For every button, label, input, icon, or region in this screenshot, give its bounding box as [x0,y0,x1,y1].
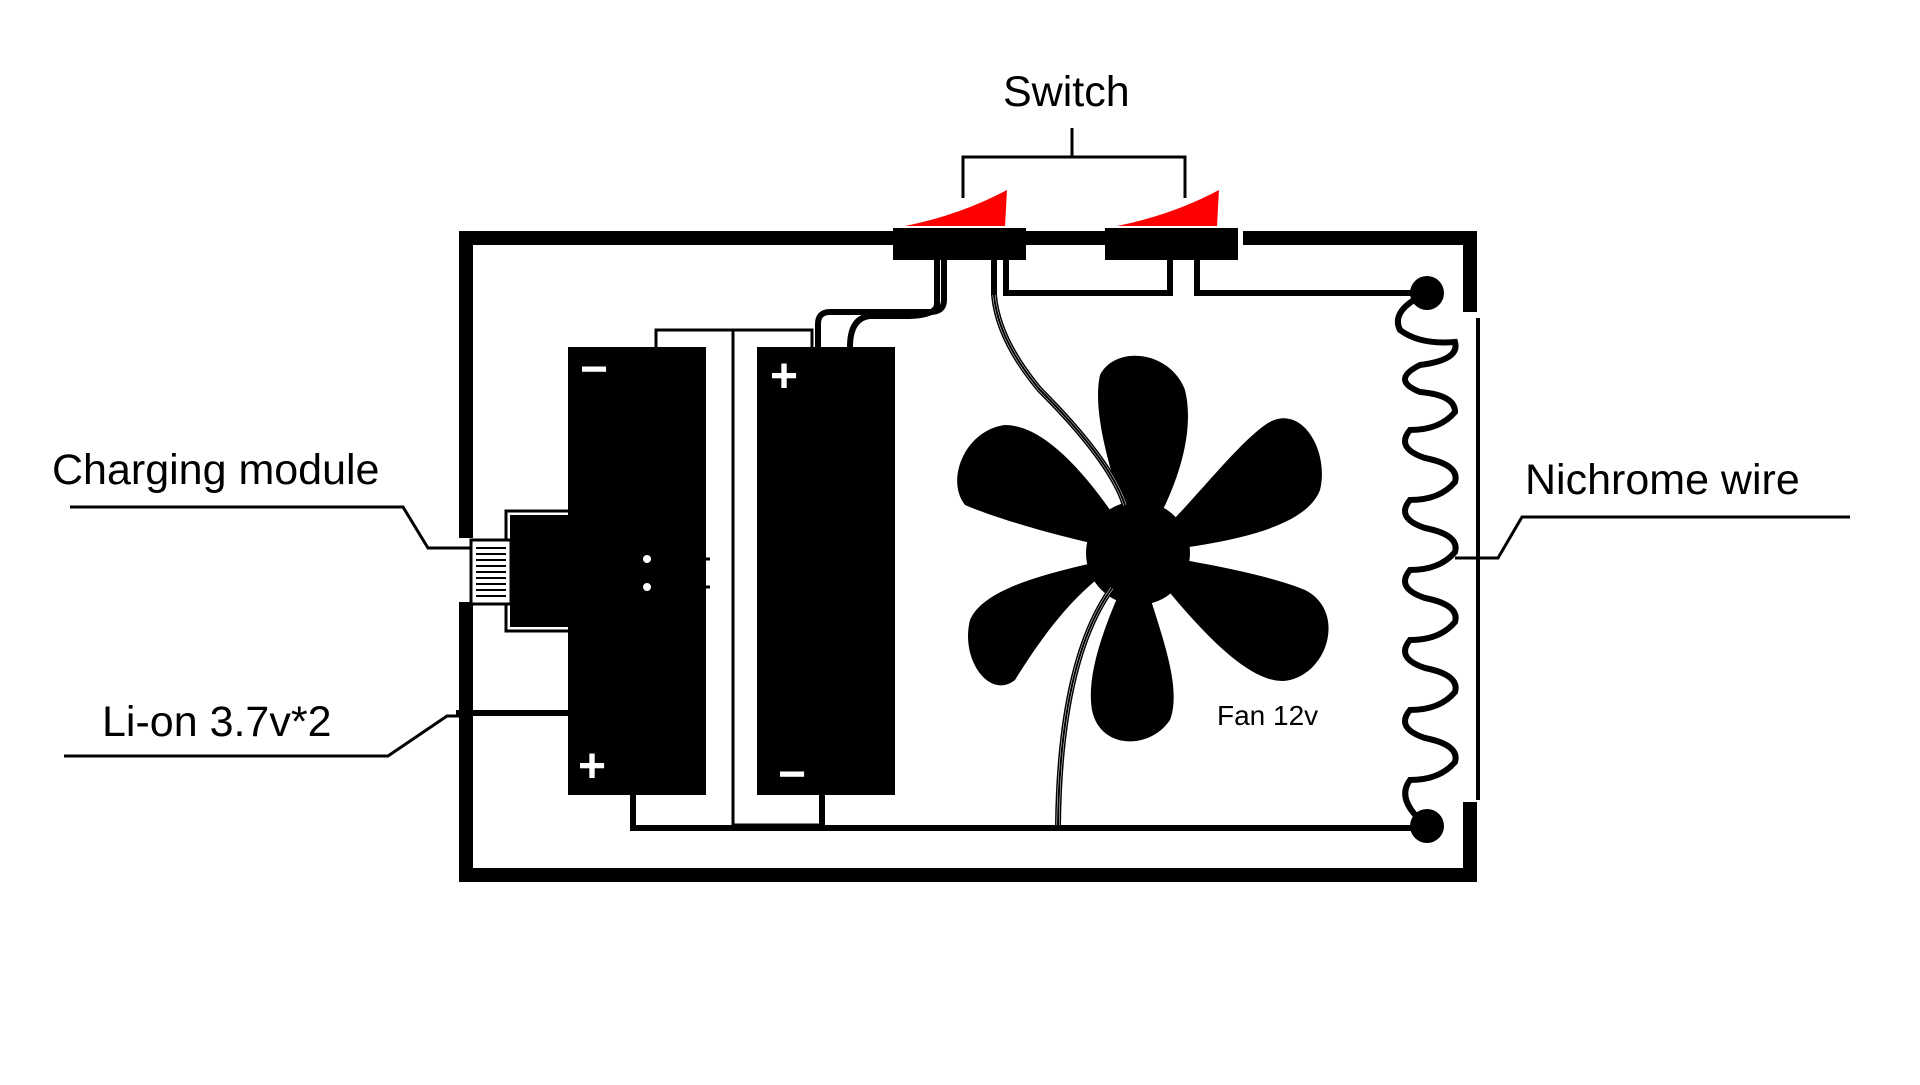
fan-icon [957,355,1329,742]
battery-label: Li-on 3.7v*2 [102,698,332,746]
usb-port-icon [469,538,513,606]
switch-2-rocker-icon [1117,190,1219,226]
enclosure-top-left [459,231,898,538]
battery-right-top-sign: + [770,350,798,403]
nichrome-leader [1478,515,1850,560]
charging-module [469,509,710,633]
nichrome-label: Nichrome wire [1525,456,1800,504]
switch-label: Switch [1003,68,1130,116]
switch-bracket [961,128,1187,198]
charging-module-leader [70,505,471,550]
switch-1-rocker-icon [905,190,1007,226]
battery-right-bottom-sign: − [778,748,806,801]
charging-module-label: Charging module [52,446,379,494]
nichrome-wire [1394,276,1480,843]
enclosure-bottom [459,602,1477,882]
fan-wire-overlay-ink [993,294,1126,826]
enclosure-top-right [1243,231,1477,312]
leader-lines [64,505,1850,758]
fan-label: Fan 12v [1217,700,1318,731]
charging-module-board [510,515,640,627]
enclosure [459,231,1477,882]
switch-1 [893,190,1026,260]
battery-right: + − [757,347,895,801]
switch-2 [1105,190,1238,260]
battery-left-top-sign: − [580,343,608,396]
battery-leader [64,714,466,758]
battery-left-bottom-sign: + [578,740,606,793]
switch-2-body [1105,228,1238,260]
switch-1-body [893,228,1026,260]
battery-right-body [757,347,895,795]
